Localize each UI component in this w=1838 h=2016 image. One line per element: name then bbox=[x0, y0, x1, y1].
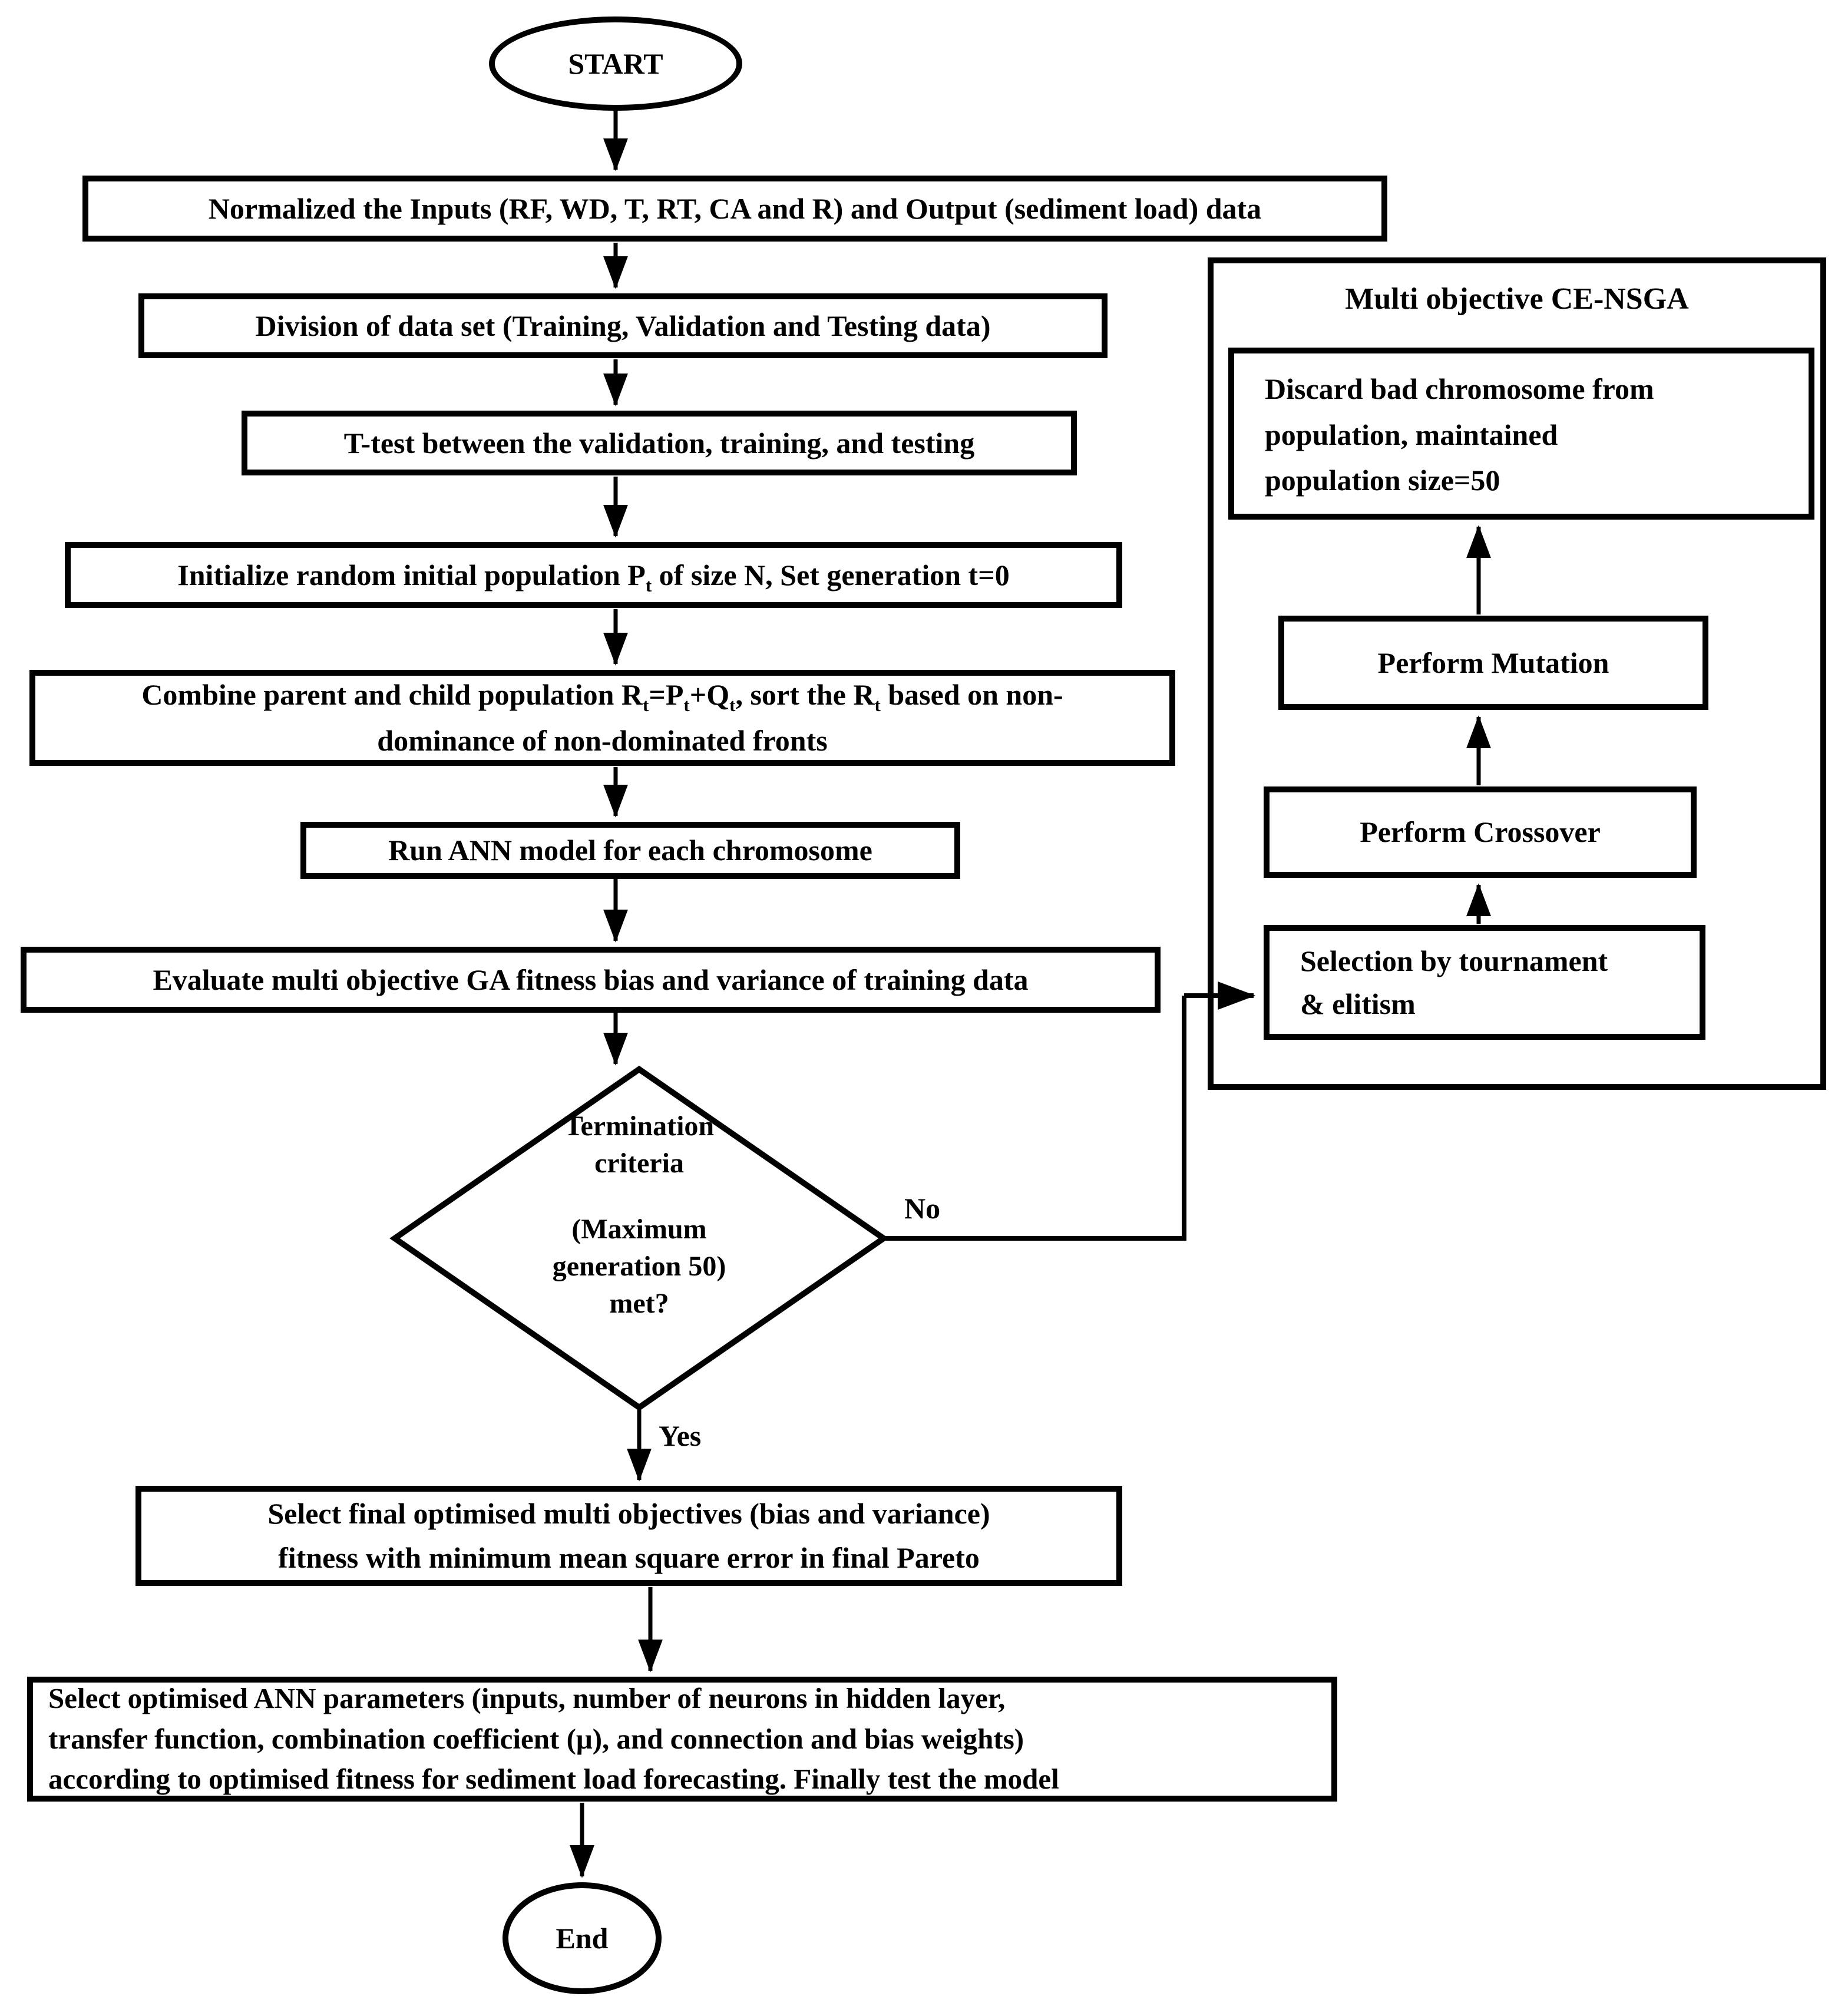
initialize-label: Initialize random initial population Pt … bbox=[177, 558, 1010, 596]
selection-node: Selection by tournament & elitism bbox=[1264, 925, 1705, 1040]
run-ann-node: Run ANN model for each chromosome bbox=[300, 822, 960, 879]
end-label: End bbox=[556, 1922, 609, 1955]
yes-edge-label: Yes bbox=[659, 1419, 702, 1452]
normalize-node: Normalized the Inputs (RF, WD, T, RT, CA… bbox=[82, 176, 1387, 242]
crossover-node: Perform Crossover bbox=[1264, 786, 1697, 878]
end-node: End bbox=[503, 1882, 662, 1994]
no-path-line bbox=[884, 996, 1186, 1241]
discard-node: Discard bad chromosome from population, … bbox=[1228, 348, 1814, 520]
start-label: START bbox=[568, 47, 663, 80]
initialize-node: Initialize random initial population Pt … bbox=[65, 542, 1122, 608]
mutation-node: Perform Mutation bbox=[1278, 616, 1708, 710]
combine-node: Combine parent and child population Rt=P… bbox=[29, 670, 1175, 766]
combine-label-line2: dominance of non-dominated fronts bbox=[377, 723, 828, 757]
normalize-label: Normalized the Inputs (RF, WD, T, RT, CA… bbox=[208, 191, 1262, 225]
no-edge-label: No bbox=[904, 1192, 941, 1225]
evaluate-label: Evaluate multi objective GA fitness bias… bbox=[153, 963, 1029, 996]
nsga-panel-title: Multi objective CE-NSGA bbox=[1345, 282, 1689, 316]
run-ann-label: Run ANN model for each chromosome bbox=[388, 834, 872, 867]
decision-diamond-shape bbox=[389, 1065, 889, 1412]
division-label: Division of data set (Training, Validati… bbox=[255, 309, 991, 342]
start-node: START bbox=[489, 16, 742, 111]
nsga-panel bbox=[1208, 257, 1826, 1090]
select-final-node: Select final optimised multi objectives … bbox=[135, 1486, 1122, 1586]
decision-text: Termination criteria (Maximum generation… bbox=[552, 1111, 726, 1320]
evaluate-node: Evaluate multi objective GA fitness bias… bbox=[21, 947, 1161, 1013]
division-node: Division of data set (Training, Validati… bbox=[138, 293, 1108, 358]
ttest-node: T-test between the validation, training,… bbox=[242, 411, 1077, 475]
crossover-label: Perform Crossover bbox=[1360, 815, 1601, 848]
ttest-label: T-test between the validation, training,… bbox=[343, 426, 975, 460]
select-params-node: Select optimised ANN parameters (inputs,… bbox=[27, 1677, 1337, 1802]
combine-label-line1: Combine parent and child population Rt=P… bbox=[141, 678, 1063, 715]
mutation-label: Perform Mutation bbox=[1377, 646, 1609, 679]
